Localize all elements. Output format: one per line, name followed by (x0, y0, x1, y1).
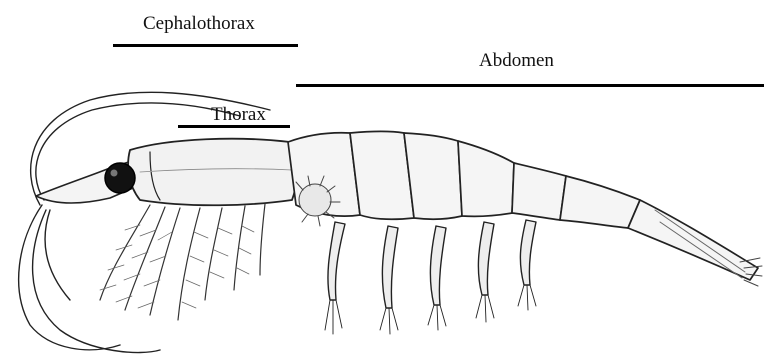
leg-bristles (100, 225, 254, 308)
thorax-label: Thorax (211, 105, 266, 124)
thorax-bracket-line (178, 125, 290, 128)
thoracic-legs (100, 204, 265, 320)
pleopods (325, 220, 536, 334)
cephalothorax-bracket-line (113, 44, 298, 47)
carapace (128, 139, 296, 206)
antennae (19, 92, 270, 352)
cephalothorax-label: Cephalothorax (143, 14, 255, 33)
abdomen-bracket-line (296, 84, 764, 87)
abdomen-label: Abdomen (479, 51, 554, 70)
eye (105, 163, 135, 193)
